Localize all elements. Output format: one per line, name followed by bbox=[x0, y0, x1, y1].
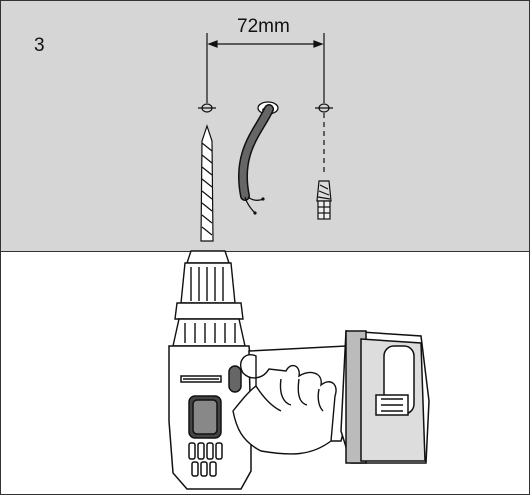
wall-plug bbox=[316, 180, 332, 220]
drill-bit bbox=[200, 124, 214, 242]
vent-slots bbox=[188, 442, 223, 477]
drill-hole-marker-left bbox=[198, 103, 216, 113]
drill-hole-marker-right bbox=[315, 103, 333, 176]
dimension-label: 72mm bbox=[237, 16, 290, 37]
dimension-lines bbox=[206, 33, 325, 103]
step-number: 3 bbox=[34, 35, 45, 56]
drill-chuck bbox=[172, 250, 246, 347]
hand bbox=[232, 354, 337, 455]
electrical-cable bbox=[237, 104, 274, 215]
